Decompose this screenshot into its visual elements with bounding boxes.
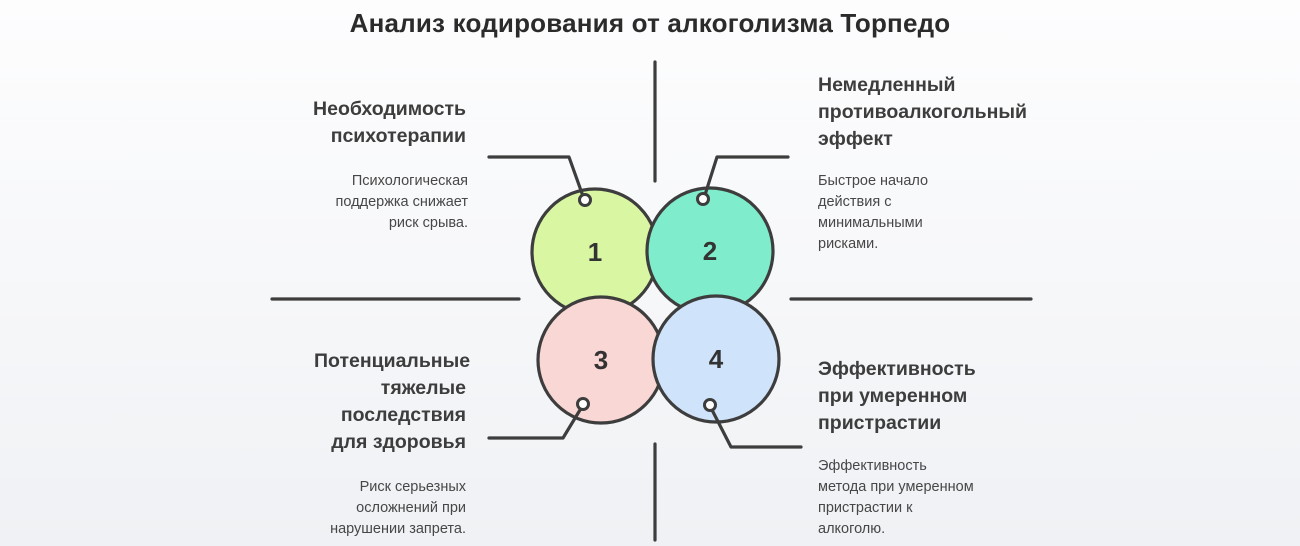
connector-line-top-right: [702, 155, 790, 200]
connector-node-bottom-left: [576, 397, 590, 411]
venn-circle-4: [651, 294, 781, 424]
description-bottom-right: Эффективность метода при умеренном прист…: [818, 458, 974, 537]
connector-node-top-left: [578, 193, 592, 207]
description-top-right: Быстрое начало действия с минимальными р…: [818, 173, 929, 252]
circle-number-4: 4: [709, 344, 724, 374]
circle-number-1: 1: [588, 237, 602, 267]
connector-line-top-left: [487, 155, 586, 201]
page-title: Анализ кодирования от алкоголизма Торпед…: [349, 8, 951, 38]
heading-bottom-right: Эффективность при умеренном пристрастии: [818, 358, 976, 434]
connector-node-bottom-right: [703, 398, 717, 412]
description-top-left: Психологическая поддержка снижает риск с…: [335, 173, 468, 231]
description-bottom-left: Риск серьезных осложнений при нарушении …: [330, 479, 466, 537]
connector-node-top-right: [696, 192, 710, 206]
connector-line-bottom-left: [487, 403, 585, 440]
circle-number-3: 3: [594, 345, 608, 375]
heading-top-left: Необходимость психотерапии: [313, 98, 466, 147]
circle-number-2: 2: [703, 236, 717, 266]
heading-top-right: Немедленный противоалкогольный эффект: [818, 74, 1028, 150]
connector-line-bottom-right: [708, 404, 803, 449]
heading-bottom-left: Потенциальные тяжелые последствия для зд…: [314, 350, 471, 453]
